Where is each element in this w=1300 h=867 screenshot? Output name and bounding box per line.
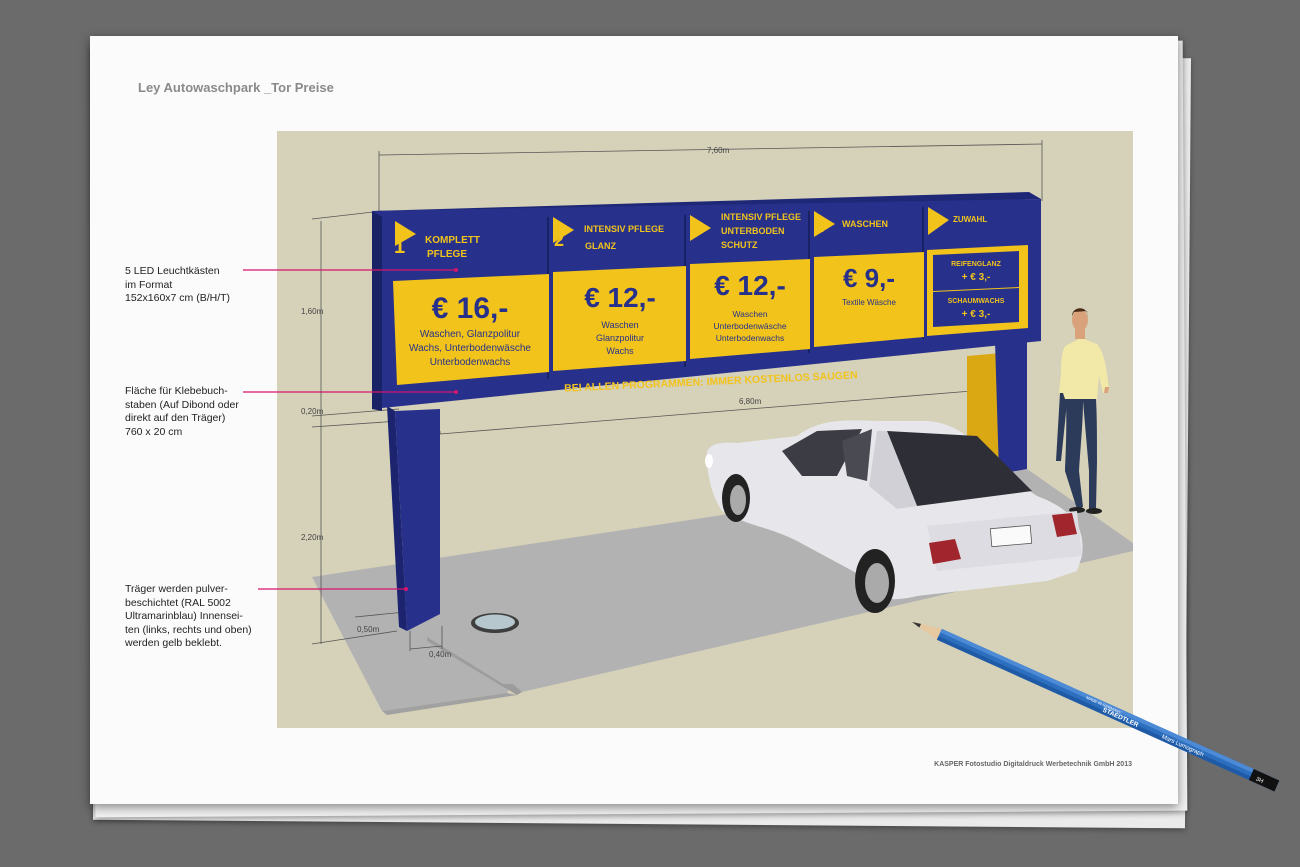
program-1-name-2: PFLEGE (427, 249, 467, 260)
dim-post-depth: 0,50m (357, 625, 380, 634)
gate-rendering: 7,60m 1,60m 0,20m 6,80m 2,20m 0,50m 0,40… (277, 131, 1133, 728)
dim-total-width: 7,60m (707, 146, 730, 155)
program-1-name-1: KOMPLETT (425, 235, 480, 246)
program-2-number: 2 (554, 230, 564, 250)
extra-1-price: + € 3,- (962, 272, 991, 283)
extra-2-name: SCHAUMWACHS (948, 298, 1005, 305)
annotation-led-boxes: 5 LED Leuchtkästen im Format 152x160x7 c… (125, 265, 231, 304)
car (705, 420, 1083, 613)
dim-sign-height: 1,60m (301, 307, 324, 316)
left-post-front (395, 409, 440, 631)
program-3-name-1: INTENSIV PFLEGE (721, 212, 801, 222)
price-texts: € 16,- Waschen, Glanzpolitur Wachs, Unte… (409, 263, 896, 368)
program-1-desc-1: Waschen, Glanzpolitur (420, 329, 521, 340)
program-4-desc-1: Textile Wäsche (842, 298, 896, 307)
footer-credit: KASPER Fotostudio Digitaldruck Werbetech… (934, 761, 1132, 768)
extras-items: REIFENGLANZ + € 3,- SCHAUMWACHS + € 3,- (948, 261, 1005, 320)
program-1-number: 1 (394, 236, 405, 258)
pencil-grade: 3H (1255, 776, 1264, 785)
extra-1-name: REIFENGLANZ (951, 261, 1002, 268)
annotation-posts: Träger werden pulver- beschichtet (RAL 5… (125, 583, 252, 649)
price-boxes (393, 245, 1028, 385)
program-3-desc-1: Waschen (732, 309, 767, 319)
right-post-front (995, 339, 1027, 474)
person-figure (1056, 308, 1109, 514)
program-4-price: € 9,- (843, 263, 895, 293)
program-2-desc-3: Wachs (606, 346, 634, 356)
dim-post-width: 0,40m (429, 650, 452, 659)
floor-edge (427, 637, 522, 695)
program-3-name-2: UNTERBODEN (721, 226, 785, 236)
program-2-desc-1: Waschen (601, 320, 638, 330)
program-3-price: € 12,- (714, 270, 786, 301)
program-1-price: € 16,- (432, 292, 509, 325)
extra-2-price: + € 3,- (962, 309, 991, 320)
program-3-desc-2: Unterbodenwäsche (713, 321, 787, 331)
dim-inner-width: 6,80m (739, 397, 762, 406)
program-2-name-1: INTENSIV PFLEGE (584, 224, 664, 234)
program-4-name-1: WASCHEN (842, 219, 888, 229)
dim-clear-height: 2,20m (301, 533, 324, 542)
dim-strip-height: 0,20m (301, 407, 324, 416)
program-2-price: € 12,- (584, 282, 656, 313)
program-1-desc-2: Wachs, Unterbodenwäsche (409, 343, 531, 354)
extras-header: ZUWAHL (953, 215, 987, 224)
program-4-number: 4 (815, 216, 825, 236)
program-3-number: 3 (691, 219, 701, 239)
program-1-desc-3: Unterbodenwachs (430, 357, 511, 368)
program-3-name-3: SCHUTZ (721, 240, 758, 250)
license-plate (989, 524, 1033, 548)
program-3-desc-3: Unterbodenwachs (716, 333, 785, 343)
program-2-desc-2: Glanzpolitur (596, 333, 644, 343)
annotation-letter-strip: Fläche für Klebebuch- staben (Auf Dibond… (125, 385, 239, 438)
program-2-name-2: GLANZ (585, 241, 616, 251)
document-title: Ley Autowaschpark _Tor Preise (138, 80, 334, 95)
